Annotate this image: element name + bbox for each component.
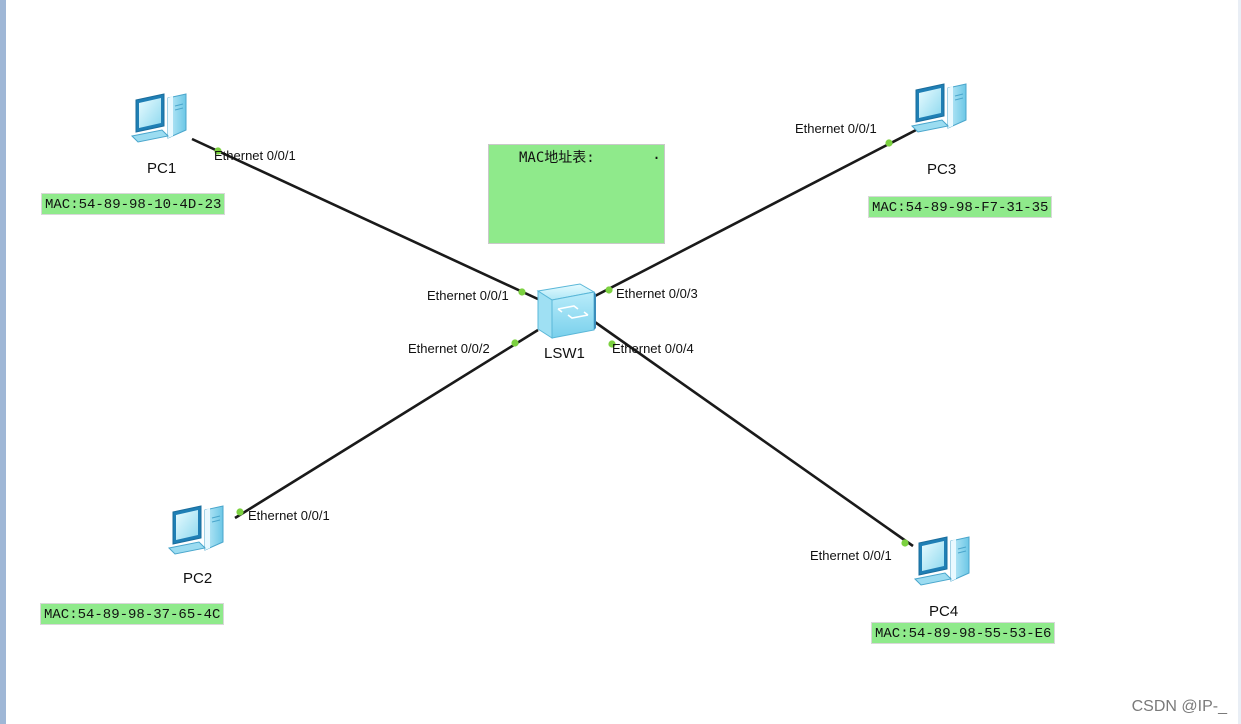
pc2-mac-label[interactable]: MAC:54-89-98-37-65-4C — [40, 603, 225, 625]
lsw1-port-label-4: Ethernet 0/0/4 — [612, 341, 694, 356]
port-dot — [605, 286, 613, 294]
port-dot — [518, 288, 526, 296]
port-dot — [901, 539, 909, 547]
lsw1-port-label-1: Ethernet 0/0/1 — [427, 288, 509, 303]
link-pc3-lsw1[interactable] — [592, 127, 919, 299]
pc4-icon[interactable] — [914, 536, 970, 586]
pc3-port-label: Ethernet 0/0/1 — [795, 121, 877, 136]
port-dot — [236, 508, 244, 516]
mac-table-box[interactable]: MAC地址表: . — [488, 144, 665, 244]
pc3-mac-label[interactable]: MAC:54-89-98-F7-31-35 — [868, 196, 1053, 218]
pc1-mac-label[interactable]: MAC:54-89-98-10-4D-23 — [41, 193, 226, 215]
pc2-icon[interactable] — [168, 505, 224, 555]
lsw1-port-label-2: Ethernet 0/0/2 — [408, 341, 490, 356]
pc1-icon[interactable] — [131, 93, 187, 143]
pc4-name: PC4 — [929, 603, 958, 620]
link-pc4-lsw1[interactable] — [591, 318, 914, 548]
pc3-name: PC3 — [927, 161, 956, 178]
link-pc1-lsw1[interactable] — [191, 137, 541, 302]
canvas-right-border — [1238, 0, 1241, 724]
pc3-icon[interactable] — [911, 83, 967, 133]
pc4-mac-label[interactable]: MAC:54-89-98-55-53-E6 — [871, 622, 1056, 644]
pc4-port-label: Ethernet 0/0/1 — [810, 548, 892, 563]
port-dot — [214, 147, 222, 155]
lsw1-port-label-3: Ethernet 0/0/3 — [616, 286, 698, 301]
link-pc2-lsw1[interactable] — [234, 328, 539, 520]
port-dot — [885, 139, 893, 147]
canvas-left-border — [0, 0, 6, 724]
switch-name: LSW1 — [544, 345, 585, 362]
pc2-port-label: Ethernet 0/0/1 — [248, 508, 330, 523]
pc1-port-label: Ethernet 0/0/1 — [214, 148, 296, 163]
pc2-name: PC2 — [183, 570, 212, 587]
watermark: CSDN @IP-_ — [1131, 698, 1227, 715]
port-dot — [608, 340, 616, 348]
port-dot — [511, 339, 519, 347]
mac-table-title: MAC地址表: — [519, 150, 595, 166]
switch-icon[interactable] — [536, 283, 596, 339]
mac-table-mark: . — [652, 145, 662, 163]
pc1-name: PC1 — [147, 160, 176, 177]
